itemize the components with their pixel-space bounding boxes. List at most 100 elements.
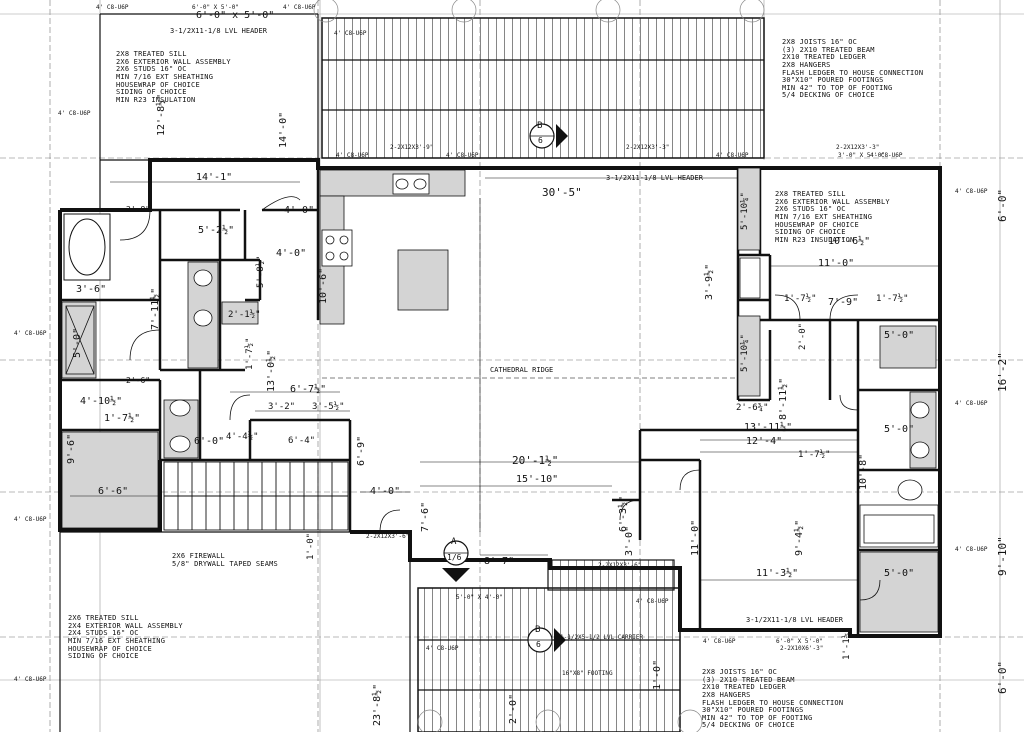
dim-label: 1'-7½": [784, 294, 817, 304]
interior-walls: [60, 168, 940, 636]
section-b-top-sheet: 6: [538, 136, 543, 145]
dim-label: 2'-6¾": [736, 403, 769, 413]
dim-label: 3'-6": [76, 284, 107, 295]
bottom-deck-step: [547, 559, 675, 591]
connector-label: 2-2x12x3'-6": [598, 562, 642, 569]
dim-label: 16'-2": [996, 352, 1009, 392]
dim-label: 13'-0½": [266, 349, 277, 392]
dim-label: 6'-4": [288, 436, 316, 446]
dim-label: 10'-6½": [828, 236, 871, 247]
dim-label: 1'-0": [652, 659, 663, 690]
connector-label: 4' C8-U6P: [636, 598, 669, 605]
dim-label: 5'-8½": [256, 255, 266, 288]
dim-label: 15'-10": [516, 474, 559, 485]
kitchen-island: [397, 249, 449, 311]
dim-label: 5'-0": [72, 327, 83, 358]
dim-label: 3'-0": [624, 525, 635, 556]
dim-label: 2'-0": [508, 693, 519, 724]
dim-label: 4'-4½": [226, 432, 259, 442]
dim-label: 2'-6": [126, 376, 151, 385]
dim-label: 5'-0": [884, 568, 915, 579]
dim-label: 3'-2": [268, 402, 296, 412]
dim-label: 10'-6": [318, 267, 329, 304]
dim-label: 1'-7½": [104, 413, 141, 424]
dim-label: 3'-9½": [704, 263, 715, 300]
dim-label: 5'-0": [884, 330, 915, 341]
dim-label: 9'-6": [66, 433, 77, 464]
dim-label: 5'-10¼": [740, 334, 750, 372]
shower-left: [65, 305, 95, 375]
dim-label: 12'-4": [746, 436, 783, 447]
dim-label: 7'-9": [828, 297, 859, 308]
connector-label: 2-2x12x3'-3": [626, 144, 670, 151]
dim-label: 4'-0": [284, 205, 315, 216]
section-b-bottom-sheet: 6: [536, 640, 541, 649]
dim-label: 2'-8": [126, 205, 151, 214]
dim-label: 6'-0": [996, 660, 1009, 694]
connector-label: 4' C8-U6P: [336, 152, 369, 159]
section-a-sheet: 1/6: [447, 553, 462, 562]
connector-label: 4' C8-U6P: [870, 152, 903, 159]
connector-label: 4' C8-U6P: [955, 546, 988, 553]
note-lvl-carrier: 1-1/2X5-1/2 LVL CARRIER: [560, 634, 644, 641]
note-bedroom-header: 3-1/2X11-1/8 LVL HEADER: [746, 616, 843, 624]
connector-label: 4' C8-U6P: [334, 30, 367, 37]
connector-label: 4' C8-U6P: [955, 400, 988, 407]
connector-label: 4' C8-U6P: [58, 110, 91, 117]
dim-label: 7'-11½": [150, 287, 161, 330]
dim-label: 4'-0": [370, 486, 401, 497]
connector-label: 4' C8-U6P: [14, 676, 47, 683]
section-marker-a: [442, 540, 470, 582]
dim-label: 4'-0": [276, 248, 307, 259]
dim-label: 5'-0": [884, 424, 915, 435]
connector-label: 2-2x10x6'-3": [780, 645, 824, 652]
dim-label: 7'-6": [420, 501, 431, 532]
dim-label: 6'-7½": [290, 384, 327, 395]
stairs: [163, 461, 349, 531]
note-top-left-header: 3-1/2X11-1/8 LVL HEADER: [170, 27, 267, 35]
dim-label: 1'-1½": [842, 627, 852, 660]
dim-label: 12'-8½": [156, 93, 167, 136]
dim-label: 20'-1½": [512, 454, 559, 467]
dim-label: 13'-11½": [744, 422, 793, 433]
dim-label: 2'-0": [798, 322, 808, 350]
connector-label: 4' C8-U6P: [283, 4, 316, 11]
dim-label: 6'-6": [98, 486, 129, 497]
connector-label: 2-2x12x3'-3": [836, 144, 880, 151]
stove: [321, 229, 353, 267]
dim-label: 11'-3½": [756, 568, 799, 579]
dim-label: 5'-2½": [198, 225, 235, 236]
dimension-lines: [70, 177, 940, 581]
dim-label: 6'-0": [996, 188, 1009, 222]
dim-label: 1'-7½": [245, 337, 255, 370]
dim-label: 14'-0": [278, 111, 289, 148]
connector-label: 5'-0" x 4'-0": [456, 594, 503, 601]
deck-piers: [313, 0, 765, 732]
dim-label: 4'-10½": [80, 396, 123, 407]
fixtures-fill: [61, 167, 939, 633]
connector-label: 4' C8-U6P: [716, 152, 749, 159]
note-cathedral-ridge: CATHEDRAL RIDGE: [490, 366, 554, 374]
dim-label: 6'-9": [356, 435, 367, 466]
dim-label: 8'-11½": [778, 377, 789, 420]
connector-label: 4' C8-U6P: [703, 638, 736, 645]
connector-label: 6'-0" x 5'-0": [192, 4, 239, 11]
dim-label: 23'-8½": [372, 683, 383, 726]
connector-label: 4' C8-U6P: [14, 330, 47, 337]
bottom-deck: [417, 587, 681, 732]
dim-label: 11'-0": [690, 519, 701, 556]
connector-label: 4' C8-U6P: [446, 152, 479, 159]
dim-label: 2'-1½": [228, 310, 261, 320]
dim-label: 3'-5½": [312, 402, 345, 412]
section-b-bottom-label: B: [535, 625, 541, 635]
dim-label: 10'-8": [858, 453, 869, 490]
connector-label: 2-2x12x3'-9": [390, 144, 434, 151]
dim-label: 30'-5": [542, 186, 582, 199]
connector-label: 4' C8-U6P: [96, 4, 129, 11]
dim-label: 1'-0": [306, 532, 316, 560]
dim-label: 6'-0" x 5'-0": [196, 10, 275, 21]
